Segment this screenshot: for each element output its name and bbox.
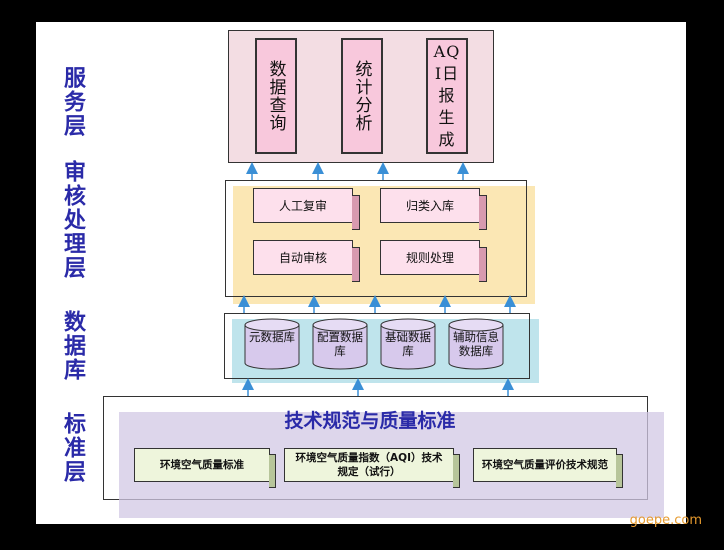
- layer-label-service: 服务层: [60, 66, 86, 138]
- audit-box-rules: 规则处理: [380, 240, 487, 282]
- db-cylinder-base: 基础数据库: [380, 318, 436, 370]
- db-layer-panel: [224, 313, 530, 379]
- db-cylinder-metadata-label: 元数据库: [249, 330, 295, 344]
- watermark: goepe.com: [629, 513, 702, 528]
- standard-box-aqi-regulation: 环境空气质量指数（AQI）技术规定（试行）: [284, 448, 460, 488]
- audit-box-rules-label: 规则处理: [380, 240, 480, 275]
- service-box-aqi-report: AQI日报生成: [426, 38, 468, 154]
- standard-box-evaluation: 环境空气质量评价技术规范: [473, 448, 623, 488]
- aqi-report-text: AQI日报生成: [432, 41, 462, 151]
- standard-box-aqi-regulation-label: 环境空气质量指数（AQI）技术规定（试行）: [284, 448, 454, 482]
- audit-box-manual-review: 人工复审: [253, 188, 360, 230]
- standard-box-evaluation-label: 环境空气质量评价技术规范: [473, 448, 617, 482]
- audit-box-classify: 归类入库: [380, 188, 487, 230]
- aqi-report-label: AQI日报生成: [433, 42, 461, 149]
- layer-label-audit: 审核处理层: [60, 160, 86, 280]
- layer-label-standard: 标准层: [60, 412, 86, 484]
- standard-box-air-quality: 环境空气质量标准: [134, 448, 276, 488]
- service-box-query: 数据查询: [255, 38, 297, 154]
- db-cylinder-config: 配置数据库: [312, 318, 368, 370]
- db-cylinder-config-label: 配置数据库: [317, 330, 363, 358]
- service-box-statistics: 统计分析: [341, 38, 383, 154]
- db-cylinder-metadata: 元数据库: [244, 318, 300, 370]
- db-cylinder-auxiliary-label: 辅助信息数据库: [453, 330, 499, 358]
- audit-box-classify-label: 归类入库: [380, 188, 480, 223]
- audit-box-auto-review-label: 自动审核: [253, 240, 353, 275]
- audit-box-manual-review-label: 人工复审: [253, 188, 353, 223]
- db-cylinder-base-label: 基础数据库: [385, 330, 431, 358]
- db-cylinder-auxiliary: 辅助信息数据库: [448, 318, 504, 370]
- layer-label-database: 数据库: [60, 310, 86, 382]
- standard-title: 技术规范与质量标准: [284, 410, 456, 432]
- audit-box-auto-review: 自动审核: [253, 240, 360, 282]
